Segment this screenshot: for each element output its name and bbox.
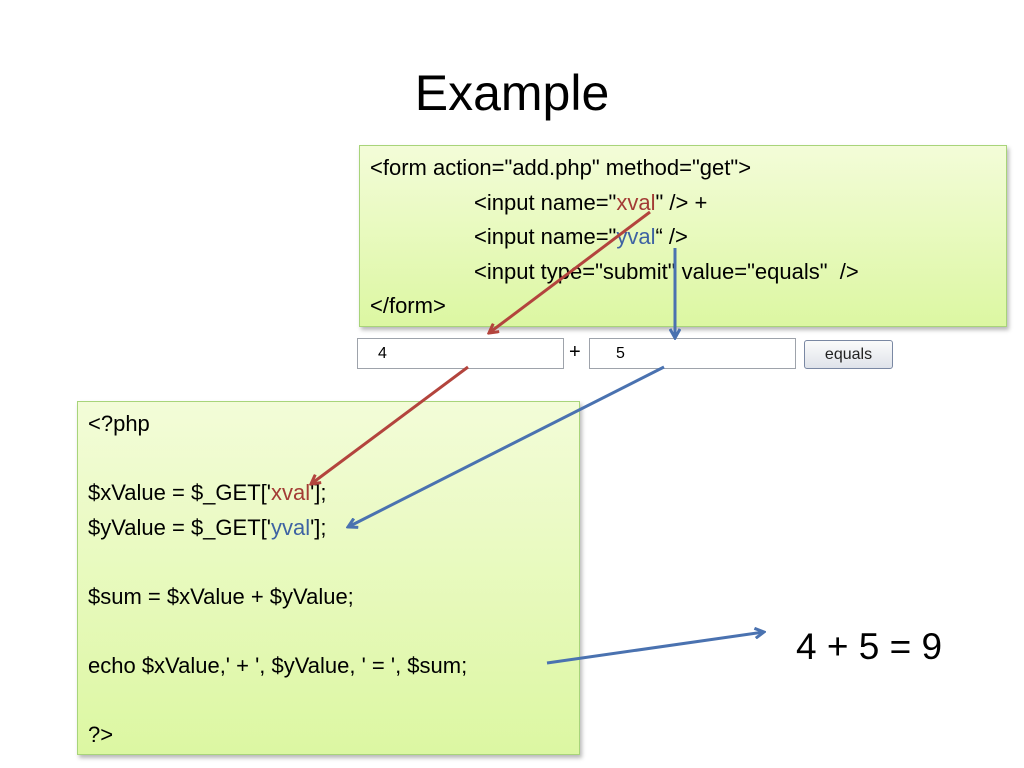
html-code-line-1: <form action="add.php" method="get"> <box>370 155 752 180</box>
arrow-xval-to-field <box>489 210 651 333</box>
php-code-line-3-post: ']; <box>310 480 327 505</box>
php-code-line-4-post: ']; <box>310 514 327 540</box>
php-code-line-3-pre: $xValue = $_GET[' <box>88 480 271 505</box>
arrow-xfield-to-php <box>311 365 469 484</box>
plus-sign: + <box>569 341 581 363</box>
php-code-line-10: ?> <box>88 721 114 747</box>
html-code-line-4: <input type="submit" value="equals" /> <box>474 258 859 284</box>
html-code-line-3-post: “ /> <box>655 224 688 249</box>
html-form-code-box: <form action="add.php" method="get"> <in… <box>359 145 1007 327</box>
html-xval-name: xval <box>616 189 656 215</box>
php-yval-name: yval <box>270 514 311 540</box>
slide-title: Example <box>414 65 610 121</box>
html-yval-name: yval <box>616 224 656 249</box>
output-result: 4 + 5 = 9 <box>796 626 943 667</box>
html-code-line-2-post: " /> + <box>655 189 708 215</box>
html-code-line-5: </form> <box>370 293 446 318</box>
yval-input[interactable]: 5 <box>589 338 796 369</box>
html-code-line-2-pre: <input name=" <box>474 189 617 215</box>
php-code-line-6: $sum = $xValue + $yValue; <box>88 583 354 609</box>
php-code-box: <?php $xValue = $_GET['xval']; $yValue =… <box>77 401 580 755</box>
php-xval-name: xval <box>270 480 311 505</box>
html-code-line-3-pre: <input name=" <box>474 224 617 249</box>
arrow-yfield-to-php <box>348 365 665 527</box>
php-code-line-1: <?php <box>88 411 150 436</box>
xval-input[interactable]: 4 <box>357 338 564 369</box>
php-code-line-8: echo $xValue,' + ', $yValue, ' = ', $sum… <box>88 652 468 678</box>
php-code-line-4-pre: $yValue = $_GET[' <box>88 514 271 540</box>
equals-button[interactable]: equals <box>804 340 893 369</box>
arrow-echo-to-result <box>546 632 764 665</box>
